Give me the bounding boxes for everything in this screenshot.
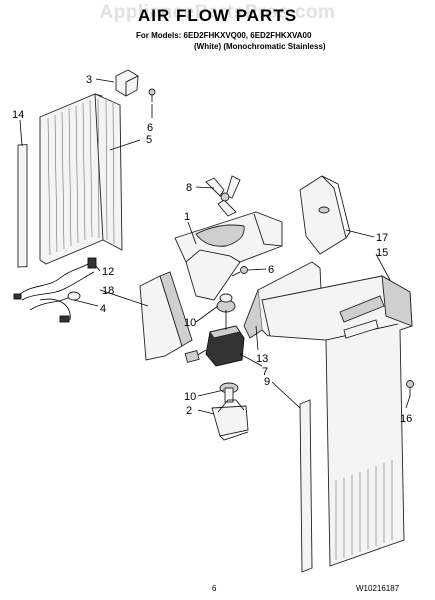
callout-6-top: 6	[147, 122, 153, 134]
callout-2: 2	[186, 405, 192, 417]
part-9-strip	[299, 399, 313, 573]
part-17-upper-duct	[299, 175, 351, 255]
callout-17: 17	[376, 232, 388, 244]
callout-8: 8	[186, 182, 192, 194]
part-10-grommet-upper	[216, 293, 236, 313]
callout-18: 18	[102, 285, 114, 297]
part-4-wire-harness	[13, 257, 97, 323]
part-1-housing	[174, 211, 283, 301]
part-14-strip	[17, 144, 28, 268]
part-16-screw	[406, 380, 414, 396]
page-title: AIR FLOW PARTS	[137, 6, 298, 25]
part-2-bracket	[211, 399, 249, 441]
callout-1: 1	[184, 211, 190, 223]
part-5-panel	[39, 93, 123, 265]
callout-10-upper: 10	[184, 317, 196, 329]
callout-4: 4	[100, 303, 106, 315]
part-18-duct	[139, 271, 193, 361]
part-8-fan-blade	[205, 175, 241, 217]
callout-10-lower: 10	[184, 391, 196, 403]
watermark: AppliancePartsPros.com	[99, 2, 336, 23]
page-number: 6	[212, 584, 217, 593]
callout-numbers: 3 6 14 5 8 1 17 15 6 12 18 4 10 13 7 9 1…	[12, 74, 412, 425]
callout-7: 7	[262, 366, 268, 378]
callout-5: 5	[146, 134, 152, 146]
leader-lines	[19, 78, 411, 415]
models-line-2: (White) (Monochromatic Stainless)	[194, 42, 326, 51]
part-15-evaporator-cover	[261, 275, 413, 567]
document-number: W10216187	[356, 584, 400, 593]
models-line-1: For Models: 6ED2FHKXVQ00, 6ED2FHKXVA00	[136, 31, 312, 40]
callout-12: 12	[102, 266, 114, 278]
part-6-screw-center	[231, 266, 248, 277]
callout-3: 3	[86, 74, 92, 86]
callout-14: 14	[12, 109, 24, 121]
part-3-cap	[115, 69, 156, 102]
callout-13: 13	[256, 353, 268, 365]
model-numbers: For Models: 6ED2FHKXVQ00, 6ED2FHKXVA00 (…	[136, 30, 326, 52]
callout-15: 15	[376, 247, 388, 259]
part-10-grommet-lower	[219, 382, 239, 403]
callout-9: 9	[264, 376, 270, 388]
callout-16: 16	[400, 413, 412, 425]
part-7-motor	[184, 310, 245, 367]
callout-6-center: 6	[268, 264, 274, 276]
